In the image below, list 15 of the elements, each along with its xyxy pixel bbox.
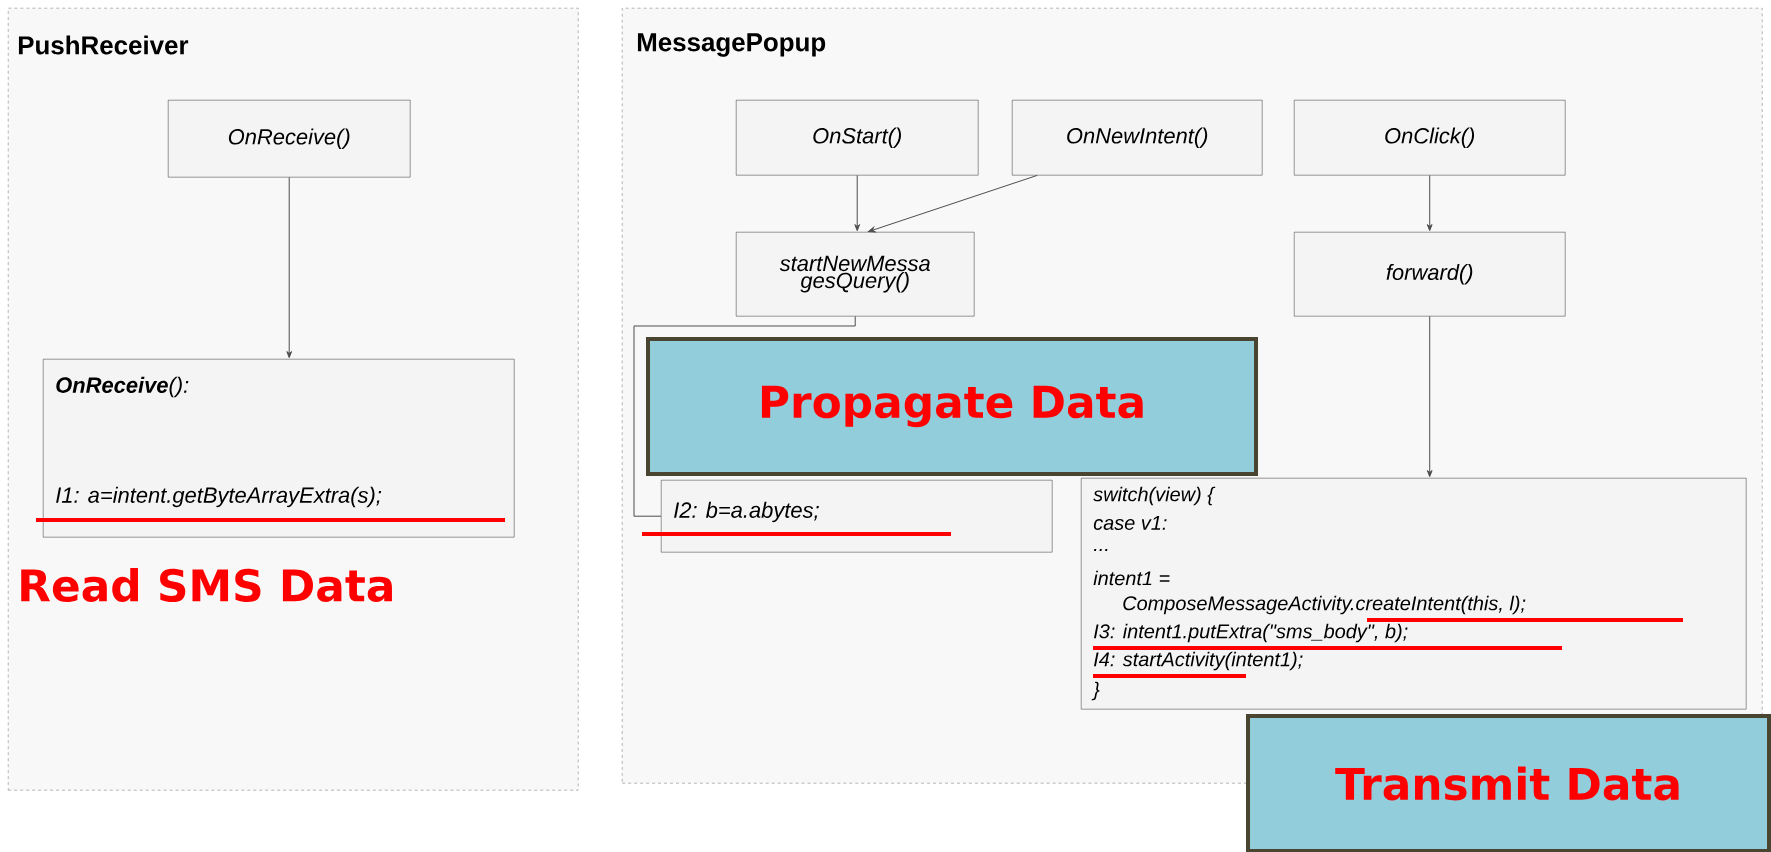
arrow	[1426, 315, 1433, 478]
code-box: I2: b=a.abytes;	[661, 480, 1053, 553]
method-box: OnNewIntent()	[1012, 100, 1263, 176]
method-box: OnClick()	[1294, 100, 1566, 176]
code-box: switch(view) { case v1: ... intent1 = ComposeMessageActivity.createIntent(this, l); I3: intent1.putExtra("sms_body", b); I4: startActivity(intent1); }	[1081, 478, 1747, 710]
arrow	[1426, 174, 1433, 232]
arrow	[286, 176, 293, 359]
code-box: OnReceive(): I1: a=intent.getByteArrayExtra(s);	[43, 359, 515, 538]
arrow	[854, 174, 861, 232]
method-box: OnReceive()	[168, 100, 411, 178]
method-box: forward()	[1294, 232, 1566, 317]
arrow	[868, 174, 1038, 233]
callout-box: Transmit Data	[1246, 714, 1771, 852]
method-box: startNewMessa gesQuery()	[736, 232, 975, 317]
method-box: OnStart()	[736, 100, 979, 176]
